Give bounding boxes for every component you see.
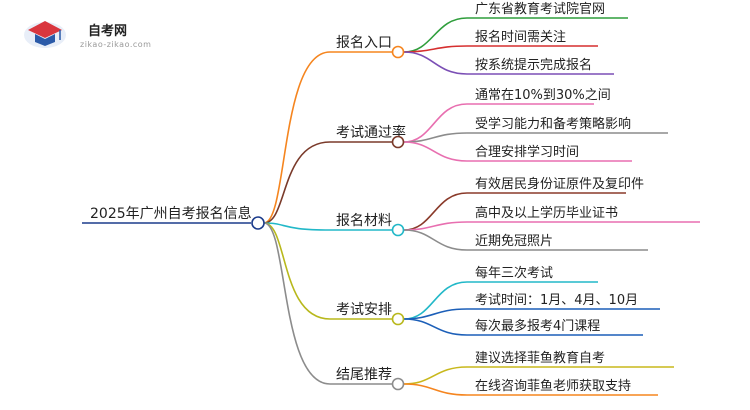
- leaf-connector: [403, 45, 468, 53]
- leaf-label: 每次最多报考4门课程: [475, 318, 600, 334]
- branch-label: 报名材料: [336, 213, 392, 229]
- branch-label: 考试安排: [336, 302, 392, 318]
- leaf-connector: [403, 229, 468, 251]
- leaf-label: 近期免冠照片: [475, 234, 553, 249]
- branch-connector: [263, 222, 331, 231]
- root-node-label: 2025年广州自考报名信息: [90, 205, 252, 222]
- leaf-connector: [403, 318, 468, 336]
- leaf-label: 按系统提示完成报名: [475, 57, 592, 73]
- branch-node-circle[interactable]: [391, 135, 405, 149]
- leaf-label: 高中及以上学历毕业证书: [475, 205, 618, 221]
- leaf-label: 有效居民身份证原件及复印件: [475, 176, 644, 192]
- leaf-connector: [403, 366, 468, 385]
- site-logo[interactable]: 自考网 zikao-zikao.com: [22, 14, 182, 54]
- leaf-connector: [403, 192, 468, 231]
- branch-connector: [263, 141, 331, 224]
- leaf-label: 受学习能力和备考策略影响: [475, 116, 631, 132]
- leaf-connector: [403, 221, 468, 231]
- leaf-connector: [403, 103, 468, 143]
- branch-node-circle[interactable]: [391, 223, 405, 237]
- leaf-label: 考试时间：1月、4月、10月: [475, 293, 638, 308]
- graduation-cap-icon: [24, 21, 66, 48]
- branch-connector: [263, 222, 331, 320]
- branch-connector: [263, 222, 331, 385]
- leaf-connector: [403, 383, 468, 396]
- leaf-label: 广东省教育考试院官网: [475, 1, 605, 17]
- leaf-label: 每年三次考试: [475, 265, 553, 281]
- branch-node-circle[interactable]: [391, 45, 405, 59]
- root-node-circle[interactable]: [251, 216, 265, 230]
- leaf-label: 合理安排学习时间: [475, 144, 579, 160]
- branch-label: 结尾推荐: [336, 367, 392, 383]
- logo-title: 自考网: [88, 24, 128, 39]
- leaf-connector: [403, 141, 468, 162]
- leaf-label: 通常在10%到30%之间: [475, 88, 611, 103]
- branch-label: 报名入口: [336, 35, 392, 51]
- leaf-connector: [403, 51, 468, 75]
- leaf-label: 建议选择菲鱼教育自考: [475, 350, 605, 366]
- branch-node-circle[interactable]: [391, 312, 405, 326]
- logo-subtitle: zikao-zikao.com: [80, 40, 152, 49]
- branch-node-circle[interactable]: [391, 377, 405, 391]
- leaf-label: 报名时间需关注: [475, 29, 566, 45]
- branch-label: 考试通过率: [336, 124, 406, 141]
- branch-connector: [263, 51, 331, 224]
- leaf-label: 在线咨询菲鱼老师获取支持: [475, 378, 631, 394]
